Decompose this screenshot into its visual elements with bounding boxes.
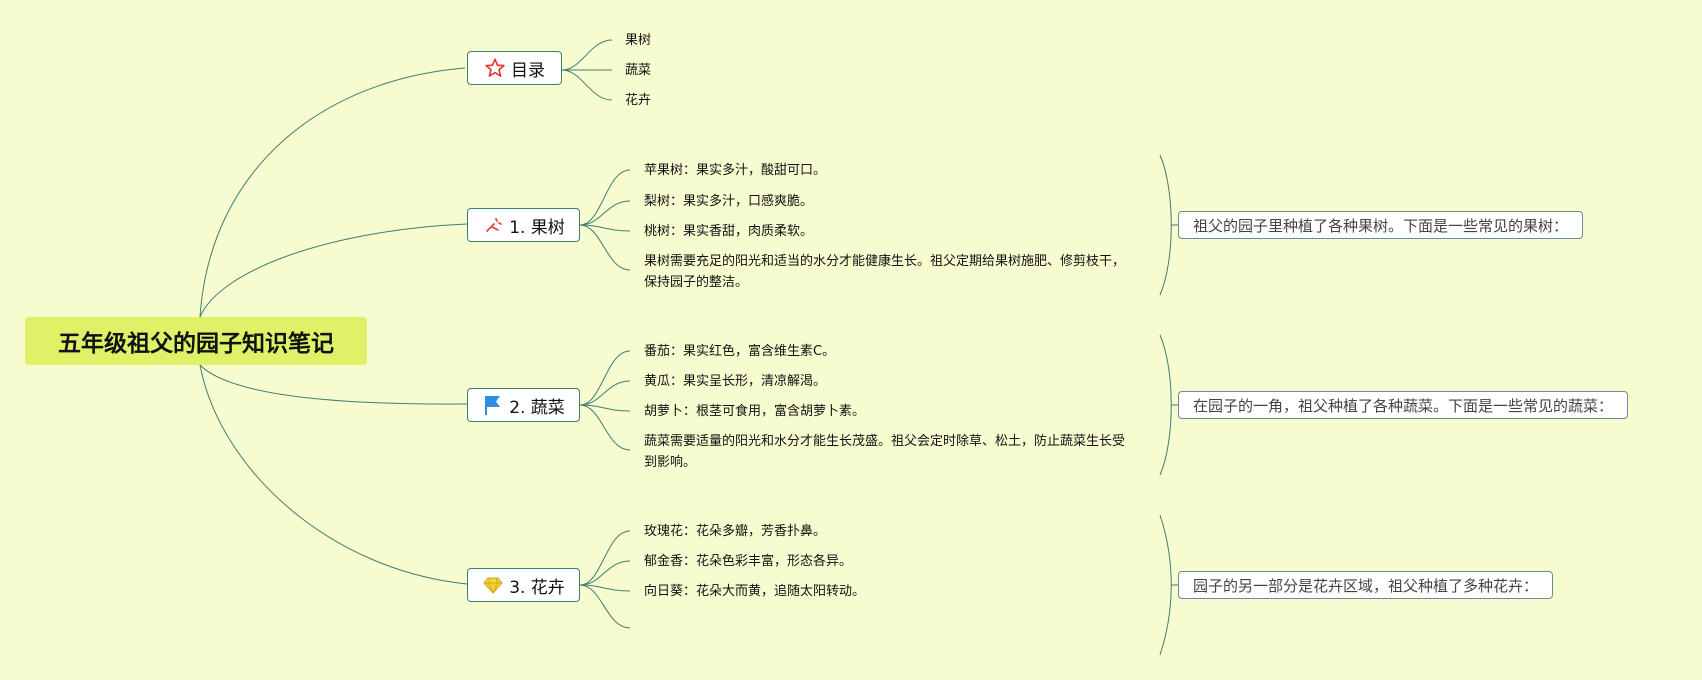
edge-root-flower [199, 364, 468, 585]
topic-toc-label: 目录 [511, 60, 545, 81]
star-icon [484, 57, 506, 79]
summary-vegetable[interactable]: 在园子的一角，祖父种植了各种蔬菜。下面是一些常见的蔬菜： [1178, 391, 1629, 419]
edge-veg-1 [579, 350, 631, 406]
fruit-item-pear[interactable]: 梨树：果实多汁，口感爽脆。 [644, 194, 814, 209]
edge-toc-3 [561, 69, 613, 101]
edge-veg-4 [579, 404, 631, 451]
summary-fruit[interactable]: 祖父的园子里种植了各种果树。下面是一些常见的果树： [1178, 211, 1584, 239]
toc-item-flower[interactable]: 花卉 [625, 93, 652, 108]
summary-bracket-flower [1159, 514, 1172, 656]
edge-flower-3 [579, 584, 631, 592]
diamond-icon [482, 574, 504, 596]
vegetable-item-tomato[interactable]: 番茄：果实红色，富含维生素C。 [644, 344, 836, 359]
vegetable-item-care[interactable]: 蔬菜需要适量的阳光和水分才能生长茂盛。祖父会定时除草、松土，防止蔬菜生长受到影响… [644, 434, 1126, 470]
fruit-item-apple[interactable]: 苹果树：果实多汁，酸甜可口。 [644, 163, 827, 178]
topic-toc[interactable]: 目录 [467, 51, 562, 85]
topic-fruit[interactable]: 1. 果树 [467, 208, 580, 242]
topic-vegetable[interactable]: 2. 蔬菜 [467, 388, 580, 422]
toc-item-vegetable[interactable]: 蔬菜 [625, 63, 652, 78]
flower-item-tulip[interactable]: 郁金香：花朵色彩丰富，形态各异。 [644, 554, 853, 569]
root-title: 五年级祖父的园子知识笔记 [58, 331, 334, 357]
edge-flower-4 [579, 584, 631, 629]
topic-fruit-label: 1. 果树 [509, 217, 565, 238]
edge-root-vegetable [199, 364, 468, 405]
edge-veg-2 [579, 380, 631, 406]
edge-toc-1 [561, 39, 613, 71]
edge-fruit-3 [579, 224, 631, 232]
edge-flower-2 [579, 560, 631, 586]
sparkle-icon [482, 214, 504, 236]
flag-icon [482, 394, 504, 416]
vegetable-item-carrot[interactable]: 胡萝卜：根茎可食用，富含胡萝卜素。 [644, 404, 866, 419]
edge-fruit-4 [579, 224, 631, 271]
edge-root-fruit [199, 223, 468, 318]
edge-veg-3 [579, 404, 631, 412]
topic-flower[interactable]: 3. 花卉 [467, 568, 580, 602]
summary-bracket-vegetable [1159, 334, 1172, 476]
vegetable-item-cucumber[interactable]: 黄瓜：果实呈长形，清凉解渴。 [644, 374, 827, 389]
fruit-item-care[interactable]: 果树需要充足的阳光和适当的水分才能健康生长。祖父定期给果树施肥、修剪枝干，保持园… [644, 254, 1126, 290]
flower-item-sunflower[interactable]: 向日葵：花朵大而黄，追随太阳转动。 [644, 584, 866, 599]
fruit-item-peach[interactable]: 桃树：果实香甜，肉质柔软。 [644, 224, 814, 239]
summary-bracket-fruit [1159, 154, 1172, 296]
edge-fruit-2 [579, 200, 631, 226]
toc-item-fruit[interactable]: 果树 [625, 33, 652, 48]
topic-flower-label: 3. 花卉 [509, 577, 565, 598]
topic-vegetable-label: 2. 蔬菜 [509, 397, 565, 418]
edge-flower-1 [579, 530, 631, 586]
flower-item-rose[interactable]: 玫瑰花：花朵多瓣，芳香扑鼻。 [644, 524, 827, 539]
edge-fruit-1 [579, 169, 631, 226]
root-topic[interactable]: 五年级祖父的园子知识笔记 [25, 317, 367, 365]
summary-flower[interactable]: 园子的另一部分是花卉区域，祖父种植了多种花卉： [1178, 571, 1554, 599]
edge-root-toc [199, 67, 466, 318]
